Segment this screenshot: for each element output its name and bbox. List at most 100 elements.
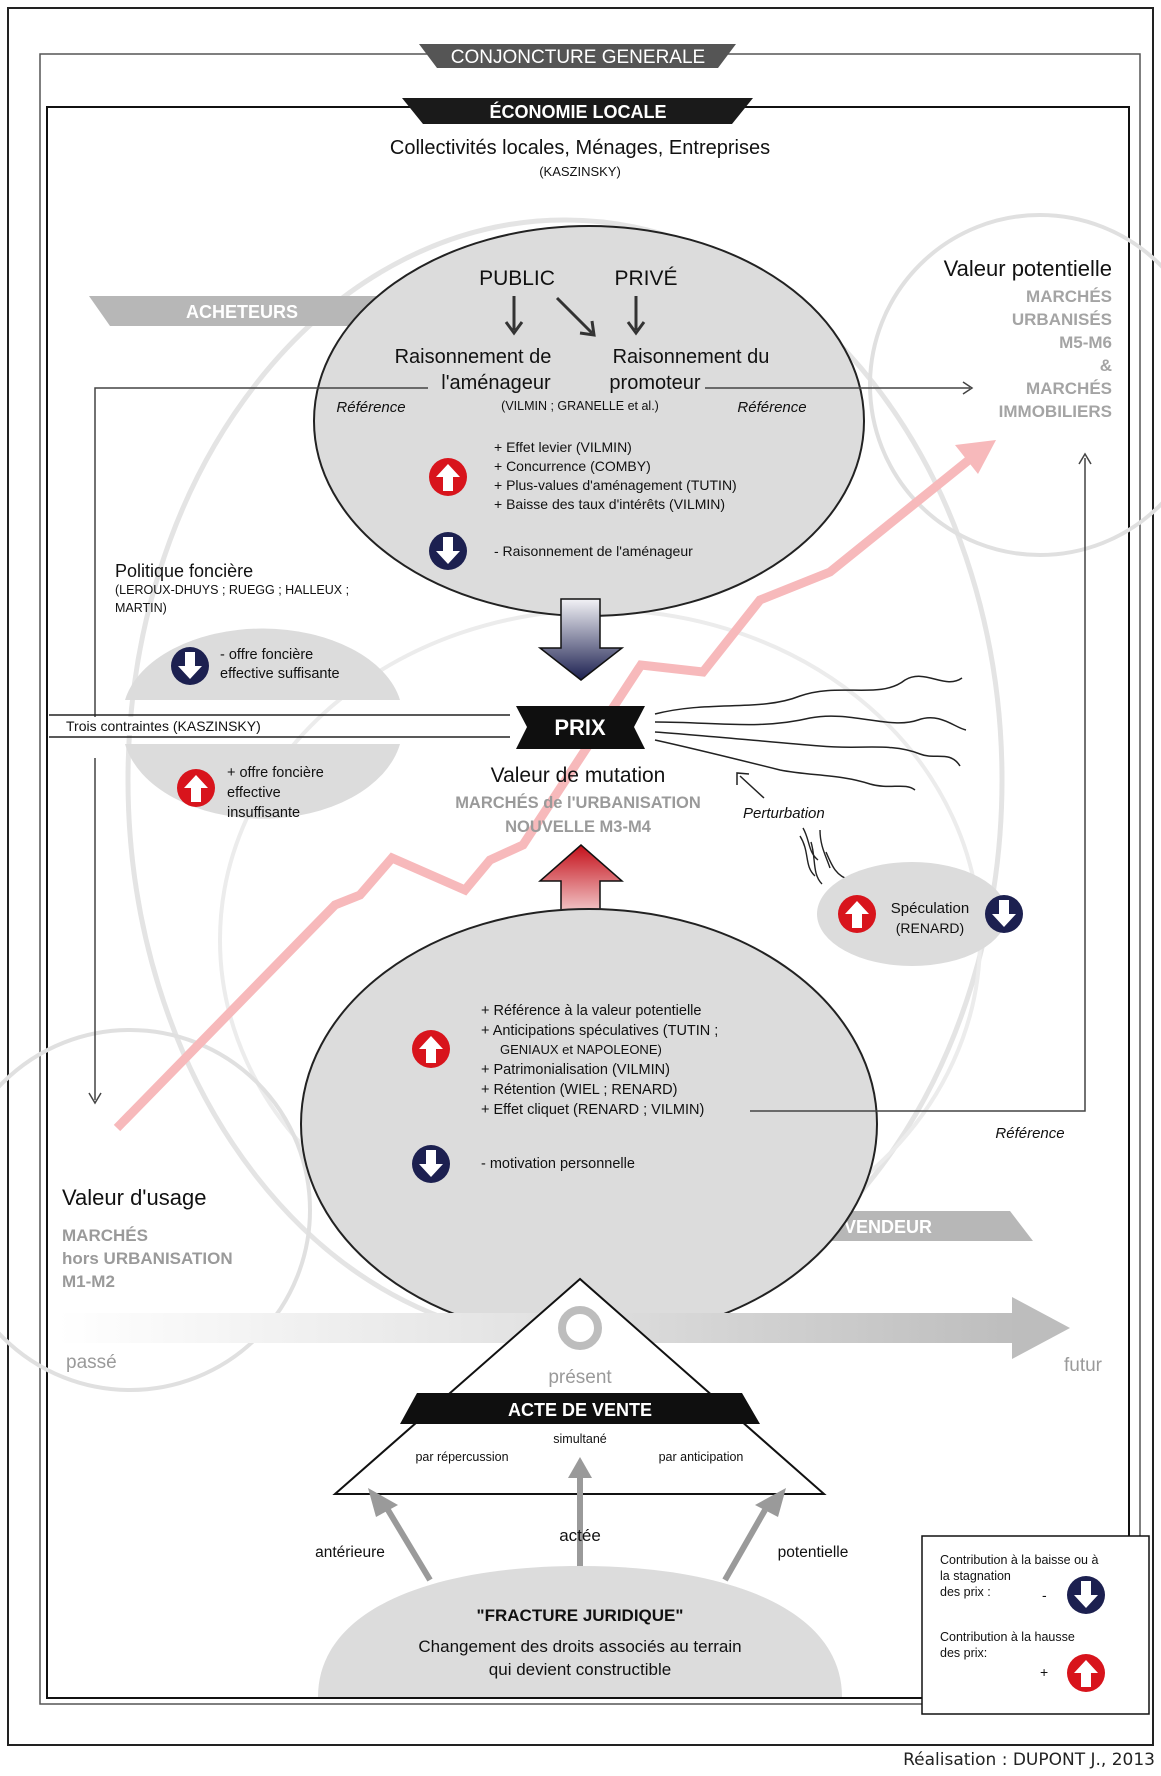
acte-simultane: simultané — [553, 1432, 607, 1446]
credit: Réalisation : DUPONT J., 2013 — [903, 1750, 1155, 1770]
potentielle-amp: & — [1100, 356, 1112, 375]
politique-plus-2: effective — [227, 785, 281, 801]
economie-label: ÉCONOMIE LOCALE — [489, 101, 666, 122]
arrow-up-icon-speculation — [838, 895, 876, 933]
seller-item: + Effet cliquet (RENARD ; VILMIN) — [481, 1102, 704, 1118]
reference-arrowhead-right — [962, 381, 974, 395]
reference-line-left — [94, 387, 428, 730]
acte-repercussion: par répercussion — [415, 1450, 508, 1464]
seller-item: + Anticipations spéculatives (TUTIN ; — [481, 1023, 718, 1039]
arrow-down-icon-politique — [171, 647, 209, 685]
reference-left: Référence — [336, 399, 405, 416]
politique-title: Politique foncière — [115, 561, 253, 581]
timeline-futur: futur — [1064, 1355, 1103, 1376]
prix-wavy-lines — [654, 675, 967, 791]
legend-baisse-1: Contribution à la baisse ou à — [940, 1553, 1098, 1567]
buyers-refs: (VILMIN ; GRANELLE et al.) — [501, 399, 659, 413]
politique-minus-2: effective suffisante — [220, 666, 340, 682]
legend-hausse-1: Contribution à la hausse — [940, 1630, 1075, 1644]
seller-reference-arrowhead — [1078, 452, 1092, 465]
arrow-down-icon-seller — [412, 1145, 450, 1183]
politique-refs1: (LEROUX-DHUYS ; RUEGG ; HALLEUX ; — [115, 583, 349, 597]
usage-circle — [0, 1028, 312, 1392]
seller-item: + Patrimonialisation (VILMIN) — [481, 1062, 670, 1078]
potentielle-m3: M5-M6 — [1059, 333, 1112, 352]
acte-banner — [400, 1393, 760, 1424]
price-trend-line — [113, 451, 978, 1132]
timeline-present: présent — [548, 1367, 612, 1388]
contraintes-label: Trois contraintes (KASZINSKY) — [66, 718, 261, 734]
politique-minus-1: - offre foncière — [220, 647, 313, 663]
arrow-potentielle-head — [755, 1488, 786, 1517]
legend-baisse-sign: - — [1042, 1587, 1047, 1603]
arrow-up-icon-buyers — [429, 458, 467, 496]
legend-arrow-up-icon — [1067, 1654, 1105, 1692]
buyers-plus-item: + Effet levier (VILMIN) — [494, 439, 632, 455]
fracture-title: "FRACTURE JURIDIQUE" — [477, 1606, 684, 1625]
buyers-plus-item: + Concurrence (COMBY) — [494, 458, 651, 474]
politique-plus-3: insuffisante — [227, 805, 300, 821]
prive-label: PRIVÉ — [614, 267, 677, 290]
arrow-up-icon-politique — [177, 769, 215, 807]
acte-anticipation: par anticipation — [659, 1450, 744, 1464]
legend-hausse-sign: + — [1040, 1664, 1048, 1680]
seller-reference-label: Référence — [995, 1125, 1064, 1142]
promoteur-line1: Raisonnement du — [613, 346, 770, 368]
speculation-ref: (RENARD) — [896, 920, 964, 936]
prix-badge — [516, 706, 645, 749]
arrow-down-icon-buyers — [429, 532, 467, 570]
conjoncture-label: CONJONCTURE GENERALE — [451, 47, 705, 68]
mutation-m2: NOUVELLE M3-M4 — [505, 818, 652, 836]
speculation-ellipse — [817, 862, 1007, 966]
buyers-minus-item: - Raisonnement de l'aménageur — [494, 543, 693, 559]
acte-arrows — [385, 1470, 768, 1582]
seller-item: GENIAUX et NAPOLEONE) — [500, 1042, 662, 1057]
usage-title: Valeur d'usage — [62, 1185, 206, 1210]
contraintes-lines — [49, 714, 510, 738]
perturbation-arrowhead — [736, 772, 750, 785]
buyers-arrows — [504, 296, 646, 337]
outer-frame — [7, 7, 1154, 1746]
buyers-plus-list: + Effet levier (VILMIN) + Concurrence (C… — [494, 439, 737, 512]
present-marker — [558, 1306, 602, 1350]
price-trend-arrowhead — [955, 440, 996, 474]
public-label: PUBLIC — [479, 267, 555, 290]
seller-plus-list: + Référence à la valeur potentielle + An… — [481, 1003, 718, 1118]
seller-reference-line — [750, 458, 1086, 1112]
promoteur-line2: promoteur — [609, 372, 700, 394]
potentielle-m5: IMMOBILIERS — [999, 402, 1112, 421]
seller-item: + Rétention (WIEL ; RENARD) — [481, 1082, 677, 1098]
actors-ref: (KASZINSKY) — [539, 164, 621, 179]
legend-baisse-3: des prix : — [940, 1585, 991, 1599]
acte-potentielle: potentielle — [778, 1544, 849, 1561]
timeline-arrowhead — [1012, 1297, 1070, 1359]
potentielle-m4: MARCHÉS — [1026, 379, 1112, 398]
seller-ellipse — [300, 908, 878, 1340]
amenageur-line2: l'aménageur — [441, 372, 551, 394]
reference-arrowhead-down — [88, 1092, 102, 1105]
seller-item: + Référence à la valeur potentielle — [481, 1003, 701, 1019]
arrow-actee-head — [568, 1457, 592, 1478]
fracture-line2: qui devient constructible — [489, 1660, 671, 1679]
acte-title: ACTE DE VENTE — [508, 1400, 652, 1420]
legend-arrow-down-icon — [1067, 1576, 1105, 1614]
usage-m1: MARCHÉS — [62, 1226, 148, 1245]
usage-m3: M1-M2 — [62, 1272, 115, 1291]
seller-minus-item: - motivation personnelle — [481, 1156, 635, 1172]
actors-line: Collectivités locales, Ménages, Entrepri… — [390, 137, 770, 159]
prix-label: PRIX — [554, 715, 606, 740]
potentielle-title: Valeur potentielle — [944, 256, 1112, 281]
legend-hausse-2: des prix: — [940, 1646, 987, 1660]
politique-refs2: MARTIN) — [115, 601, 167, 615]
mutation-m1: MARCHÉS de l'URBANISATION — [455, 793, 701, 812]
arrow-down-icon-speculation — [985, 895, 1023, 933]
timeline-passe: passé — [66, 1352, 117, 1373]
potentielle-m2: URBANISÉS — [1012, 310, 1112, 329]
vendeur-label: VENDEUR — [844, 1217, 932, 1237]
arrow-up-icon-seller — [412, 1030, 450, 1068]
usage-m2: hors URBANISATION — [62, 1249, 233, 1268]
economie-banner — [402, 98, 753, 124]
potentielle-m1: MARCHÉS — [1026, 287, 1112, 306]
acheteurs-label: ACHETEURS — [186, 302, 298, 322]
fracture-line1: Changement des droits associés au terrai… — [418, 1637, 741, 1656]
